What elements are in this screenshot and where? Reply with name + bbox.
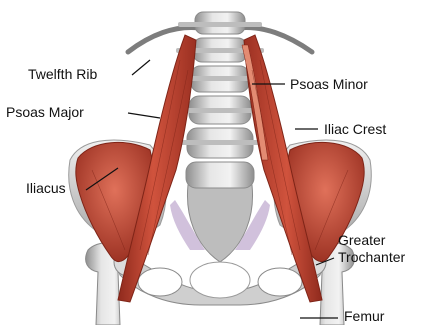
label-psoas-minor: Psoas Minor	[290, 76, 368, 92]
label-twelfth-rib: Twelfth Rib	[28, 66, 97, 82]
label-greater-trochanter-line1: Greater	[338, 232, 405, 249]
label-psoas-major: Psoas Major	[6, 104, 84, 120]
label-greater-trochanter: Greater Trochanter	[338, 232, 405, 266]
label-iliacus: Iliacus	[26, 180, 66, 196]
pelvic-inlet	[190, 262, 250, 298]
leader-twelfth-rib	[132, 60, 150, 75]
label-femur: Femur	[344, 308, 384, 324]
obturator-right	[258, 268, 302, 296]
obturator-left	[138, 268, 182, 296]
leader-psoas-major	[128, 113, 160, 118]
label-greater-trochanter-line2: Trochanter	[338, 249, 405, 266]
label-iliac-crest: Iliac Crest	[324, 121, 386, 137]
